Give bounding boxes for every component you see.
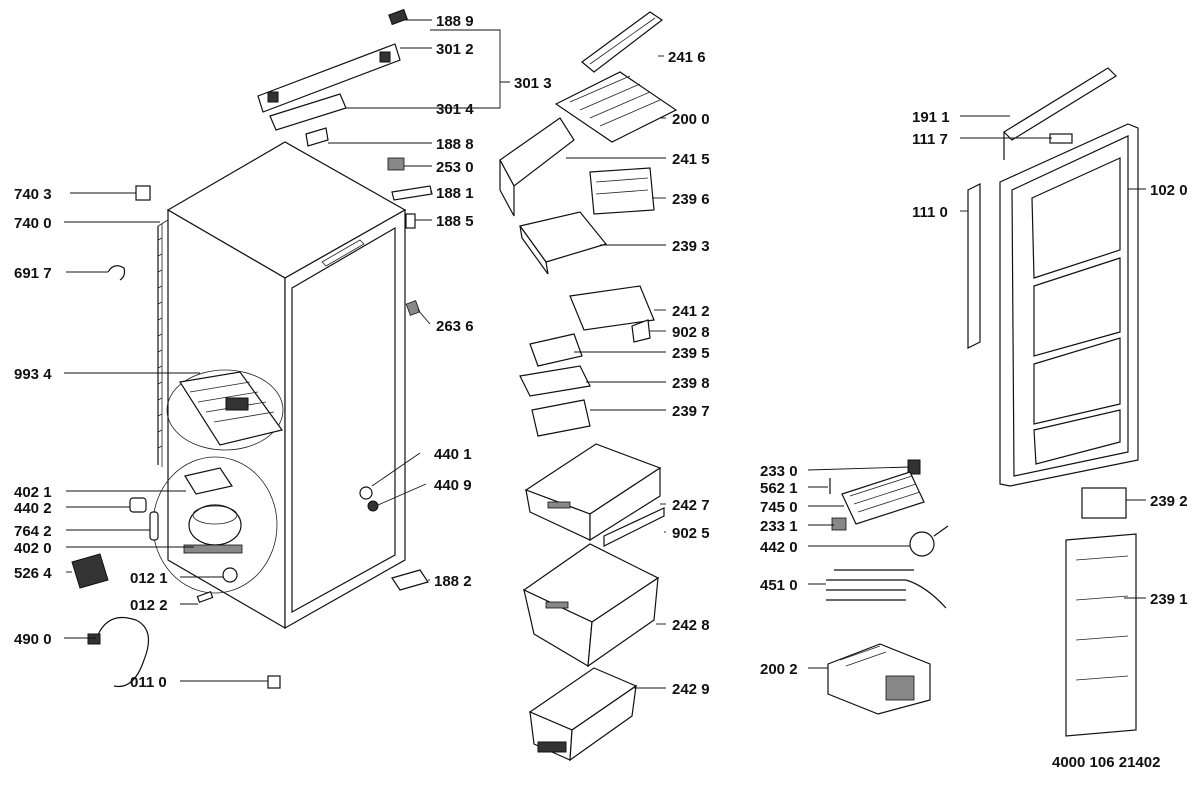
callout-200-0: 200 0 <box>672 111 710 128</box>
callout-239-8: 239 8 <box>672 375 710 392</box>
callout-188-9: 188 9 <box>436 13 474 30</box>
callout-902-8: 902 8 <box>672 324 710 341</box>
callout-241-6: 241 6 <box>668 49 706 66</box>
callout-442-0: 442 0 <box>760 539 798 556</box>
callout-239-1: 239 1 <box>1150 591 1188 608</box>
callout-402-1: 402 1 <box>14 484 52 501</box>
callout-242-9: 242 9 <box>672 681 710 698</box>
callout-242-8: 242 8 <box>672 617 710 634</box>
callout-745-0: 745 0 <box>760 499 798 516</box>
callout-301-3: 301 3 <box>514 75 552 92</box>
callout-239-6: 239 6 <box>672 191 710 208</box>
callout-301-2: 301 2 <box>436 41 474 58</box>
callout-242-7: 242 7 <box>672 497 710 514</box>
leader-lines <box>64 19 1146 689</box>
callout-233-0: 233 0 <box>760 463 798 480</box>
callout-191-1: 191 1 <box>912 109 950 126</box>
callout-labels: 188 9 301 2 301 3 301 4 188 8 253 0 188 … <box>14 13 1188 771</box>
callout-188-1: 188 1 <box>436 185 474 202</box>
callout-111-7: 111 7 <box>912 131 948 148</box>
cooling-parts <box>826 459 949 715</box>
callout-102-0: 102 0 <box>1150 182 1188 199</box>
callout-188-8: 188 8 <box>436 136 474 153</box>
document-number: 4000 106 21402 <box>1052 754 1160 771</box>
callout-691-7: 691 7 <box>14 265 52 282</box>
door-assembly <box>967 67 1139 737</box>
callout-402-0: 402 0 <box>14 540 52 557</box>
callout-562-1: 562 1 <box>760 480 798 497</box>
callout-239-7: 239 7 <box>672 403 710 420</box>
callout-239-5: 239 5 <box>672 345 710 362</box>
callout-012-1: 012 1 <box>130 570 168 587</box>
callout-241-5: 241 5 <box>672 151 710 168</box>
callout-440-2: 440 2 <box>14 500 52 517</box>
callout-239-2: 239 2 <box>1150 493 1188 510</box>
callout-263-6: 263 6 <box>436 318 474 335</box>
loose-parts-left <box>71 497 281 689</box>
callout-241-2: 241 2 <box>672 303 710 320</box>
callout-011-0: 011 0 <box>130 674 167 691</box>
callout-233-1: 233 1 <box>760 518 798 535</box>
callout-012-2: 012 2 <box>130 597 168 614</box>
callout-764-2: 764 2 <box>14 523 52 540</box>
callout-111-0: 111 0 <box>912 204 948 221</box>
callout-440-1: 440 1 <box>434 446 472 463</box>
top-parts <box>107 8 433 591</box>
center-parts <box>499 11 678 762</box>
callout-740-0: 740 0 <box>14 215 52 232</box>
callout-451-0: 451 0 <box>760 577 798 594</box>
callout-902-5: 902 5 <box>672 525 710 542</box>
cabinet-body <box>152 141 407 630</box>
callout-200-2: 200 2 <box>760 661 798 678</box>
callout-490-0: 490 0 <box>14 631 52 648</box>
callout-740-3: 740 3 <box>14 186 52 203</box>
callout-301-4: 301 4 <box>436 101 474 118</box>
callout-188-5: 188 5 <box>436 213 474 230</box>
callout-253-0: 253 0 <box>436 159 474 176</box>
callout-440-9: 440 9 <box>434 477 472 494</box>
callout-526-4: 526 4 <box>14 565 52 582</box>
callout-993-4: 993 4 <box>14 366 52 383</box>
callout-239-3: 239 3 <box>672 238 710 255</box>
callout-188-2: 188 2 <box>434 573 472 590</box>
